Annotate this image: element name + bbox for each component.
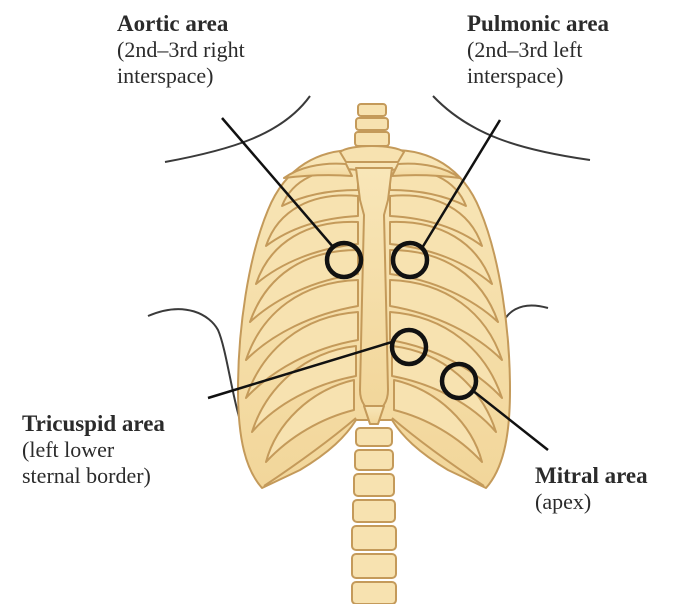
rib-cage (238, 104, 510, 604)
pulmonic-desc-line-1: (2nd–3rd left (467, 37, 609, 63)
neck-shoulder-left (165, 96, 310, 162)
aortic-title: Aortic area (117, 10, 245, 37)
tricuspid-desc-line-2: sternal border) (22, 463, 165, 489)
neck-shoulder-right (433, 96, 590, 160)
sternum (356, 168, 392, 412)
aortic-label: Aortic area (2nd–3rd right interspace) (117, 10, 245, 89)
tricuspid-desc-line-1: (left lower (22, 437, 165, 463)
tricuspid-label: Tricuspid area (left lower sternal borde… (22, 410, 165, 489)
tricuspid-title: Tricuspid area (22, 410, 165, 437)
cervical-spine (340, 104, 404, 162)
aortic-desc-line-1: (2nd–3rd right (117, 37, 245, 63)
mitral-title: Mitral area (535, 462, 648, 489)
xiphoid (364, 406, 384, 424)
mitral-label: Mitral area (apex) (535, 462, 648, 515)
pulmonic-title: Pulmonic area (467, 10, 609, 37)
arm-edge-left (148, 309, 240, 420)
lumbar-spine (352, 428, 396, 604)
aortic-desc-line-2: interspace) (117, 63, 245, 89)
mitral-desc-line-1: (apex) (535, 489, 648, 515)
pulmonic-desc-line-2: interspace) (467, 63, 609, 89)
pulmonic-label: Pulmonic area (2nd–3rd left interspace) (467, 10, 609, 89)
